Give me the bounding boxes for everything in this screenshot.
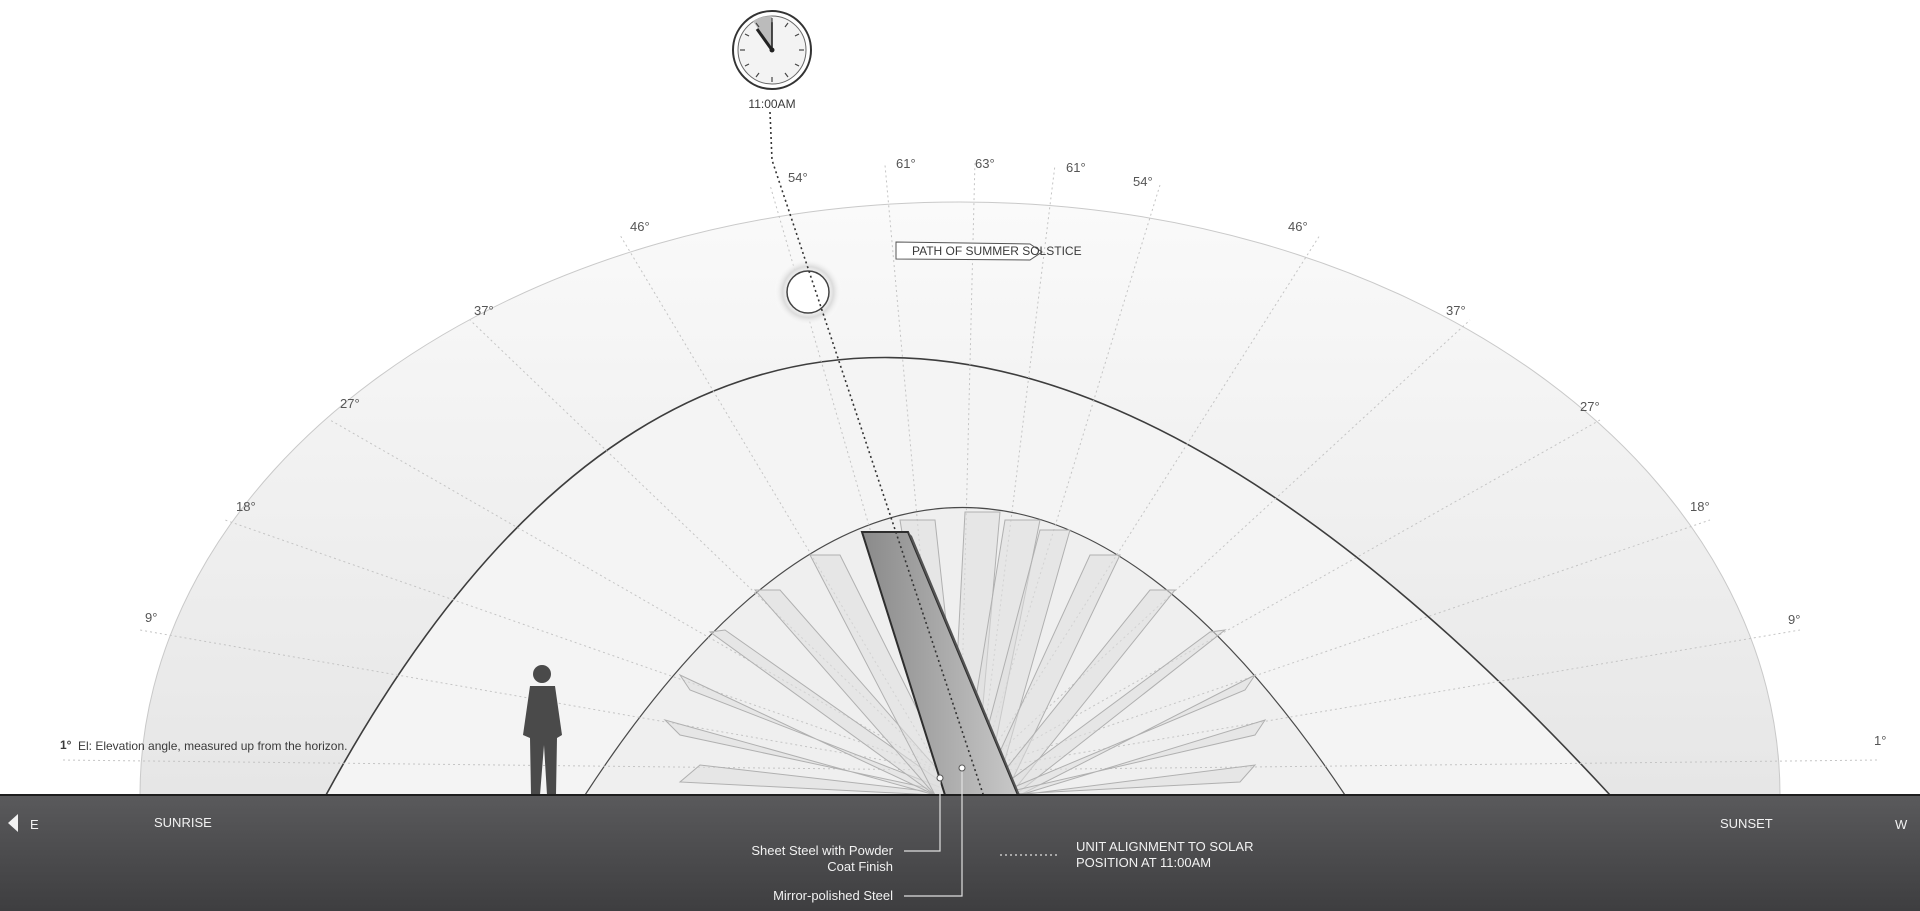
elev-label-left-27: 27° [340, 396, 360, 411]
ground-band [0, 795, 1920, 911]
alignment-callout-line2: POSITION AT 11:00AM [1076, 855, 1211, 870]
elev-label-right-61: 61° [1066, 160, 1086, 175]
mirror-steel-callout: Mirror-polished Steel [773, 888, 893, 903]
mirror-steel-marker [958, 764, 966, 772]
ray-9-right [979, 629, 1801, 771]
ray-1-right [979, 759, 1881, 771]
clock-icon [732, 10, 812, 90]
elev-label-right-9: 9° [1788, 612, 1800, 627]
elev-label-left-37: 37° [474, 303, 494, 318]
ray-46-left [619, 234, 941, 771]
sheet-steel-callout-line2: Coat Finish [827, 859, 893, 874]
elev-label-right-46: 46° [1288, 219, 1308, 234]
solstice-path-label: PATH OF SUMMER SOLSTICE [912, 244, 1082, 258]
sheet-steel-callout-line1: Sheet Steel with Powder [751, 843, 893, 858]
elev-label-right-37: 37° [1446, 303, 1466, 318]
ray-18-right [979, 519, 1711, 771]
ray-18-left [224, 519, 941, 771]
human-silhouette [523, 665, 562, 795]
elev-label-left-54: 54° [788, 170, 808, 185]
ray-37-right [979, 319, 1471, 771]
east-label: E [30, 817, 39, 832]
elev-label-left-18: 18° [236, 499, 256, 514]
ray-37-left [469, 319, 941, 771]
west-arrow-icon [8, 814, 18, 832]
legend-prefix: 1° [60, 738, 72, 752]
sunrise-label: SUNRISE [154, 815, 212, 830]
legend-text: El: Elevation angle, measured up from th… [78, 739, 347, 753]
elev-label-left-46: 46° [630, 219, 650, 234]
elev-label-left-61: 61° [896, 156, 916, 171]
ray-54-right [979, 184, 1161, 771]
ray-27-right [979, 419, 1601, 771]
elev-label-right-27: 27° [1580, 399, 1600, 414]
west-label: W [1895, 817, 1908, 832]
sunset-label: SUNSET [1720, 816, 1773, 831]
elev-label-left-9: 9° [145, 610, 157, 625]
panel-fan [663, 511, 1267, 796]
callout-leaders [904, 770, 963, 897]
elev-label-right-54: 54° [1133, 174, 1153, 189]
ray-1-left [59, 759, 941, 771]
alignment-callout-line1: UNIT ALIGNMENT TO SOLAR [1076, 839, 1253, 854]
sheet-steel-marker [936, 774, 944, 782]
elev-label-right-1: 1° [1874, 733, 1886, 748]
solstice-path-banner: PATH OF SUMMER SOLSTICE [895, 241, 1082, 261]
clock-time-label: 11:00AM [748, 97, 795, 111]
sun-icon [774, 258, 842, 326]
ray-27-left [329, 419, 941, 771]
elev-label-top-63: 63° [975, 156, 995, 171]
main-panel-edge [908, 532, 1020, 795]
elev-label-right-18: 18° [1690, 499, 1710, 514]
